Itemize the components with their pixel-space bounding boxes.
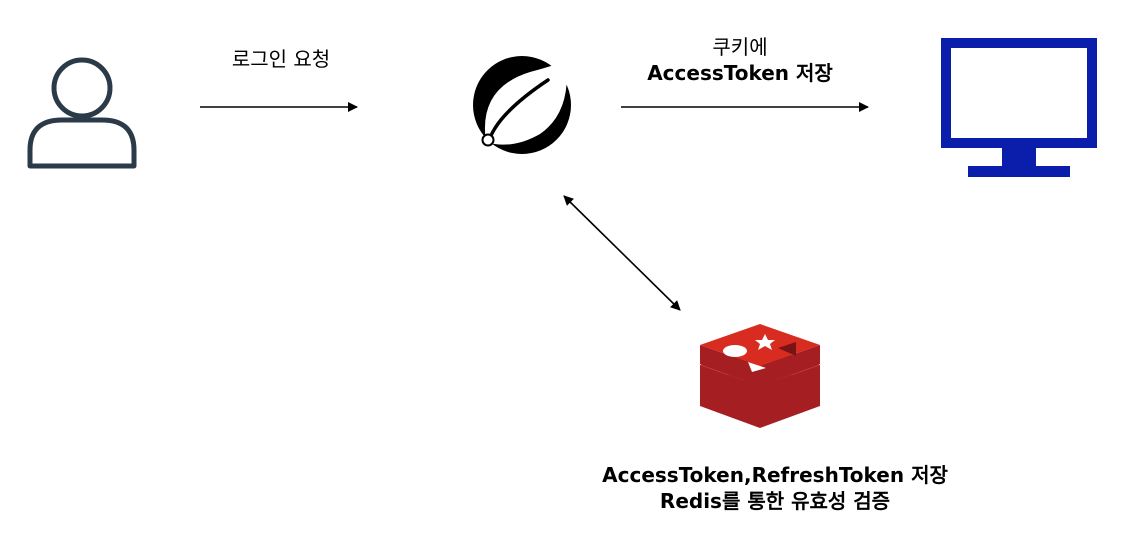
redis-label-line2: Redis를 통한 유효성 검증 bbox=[659, 489, 891, 513]
monitor-icon bbox=[941, 38, 1097, 177]
login-request-text: 로그인 요청 bbox=[231, 47, 331, 71]
redis-label: AccessToken,RefreshToken 저장 Redis를 통한 유효… bbox=[530, 462, 1020, 514]
spring-icon bbox=[473, 56, 571, 154]
login-request-label: 로그인 요청 bbox=[196, 46, 366, 72]
arrow-server-redis bbox=[563, 195, 681, 311]
redis-label-line1: AccessToken,RefreshToken 저장 bbox=[602, 463, 948, 487]
redis-icon bbox=[700, 324, 820, 428]
cookie-store-label: 쿠키에 AccessToken 저장 bbox=[600, 34, 880, 86]
cookie-label-line2: AccessToken 저장 bbox=[647, 61, 833, 85]
cookie-label-line1: 쿠키에 bbox=[712, 35, 768, 59]
user-icon bbox=[27, 57, 137, 169]
